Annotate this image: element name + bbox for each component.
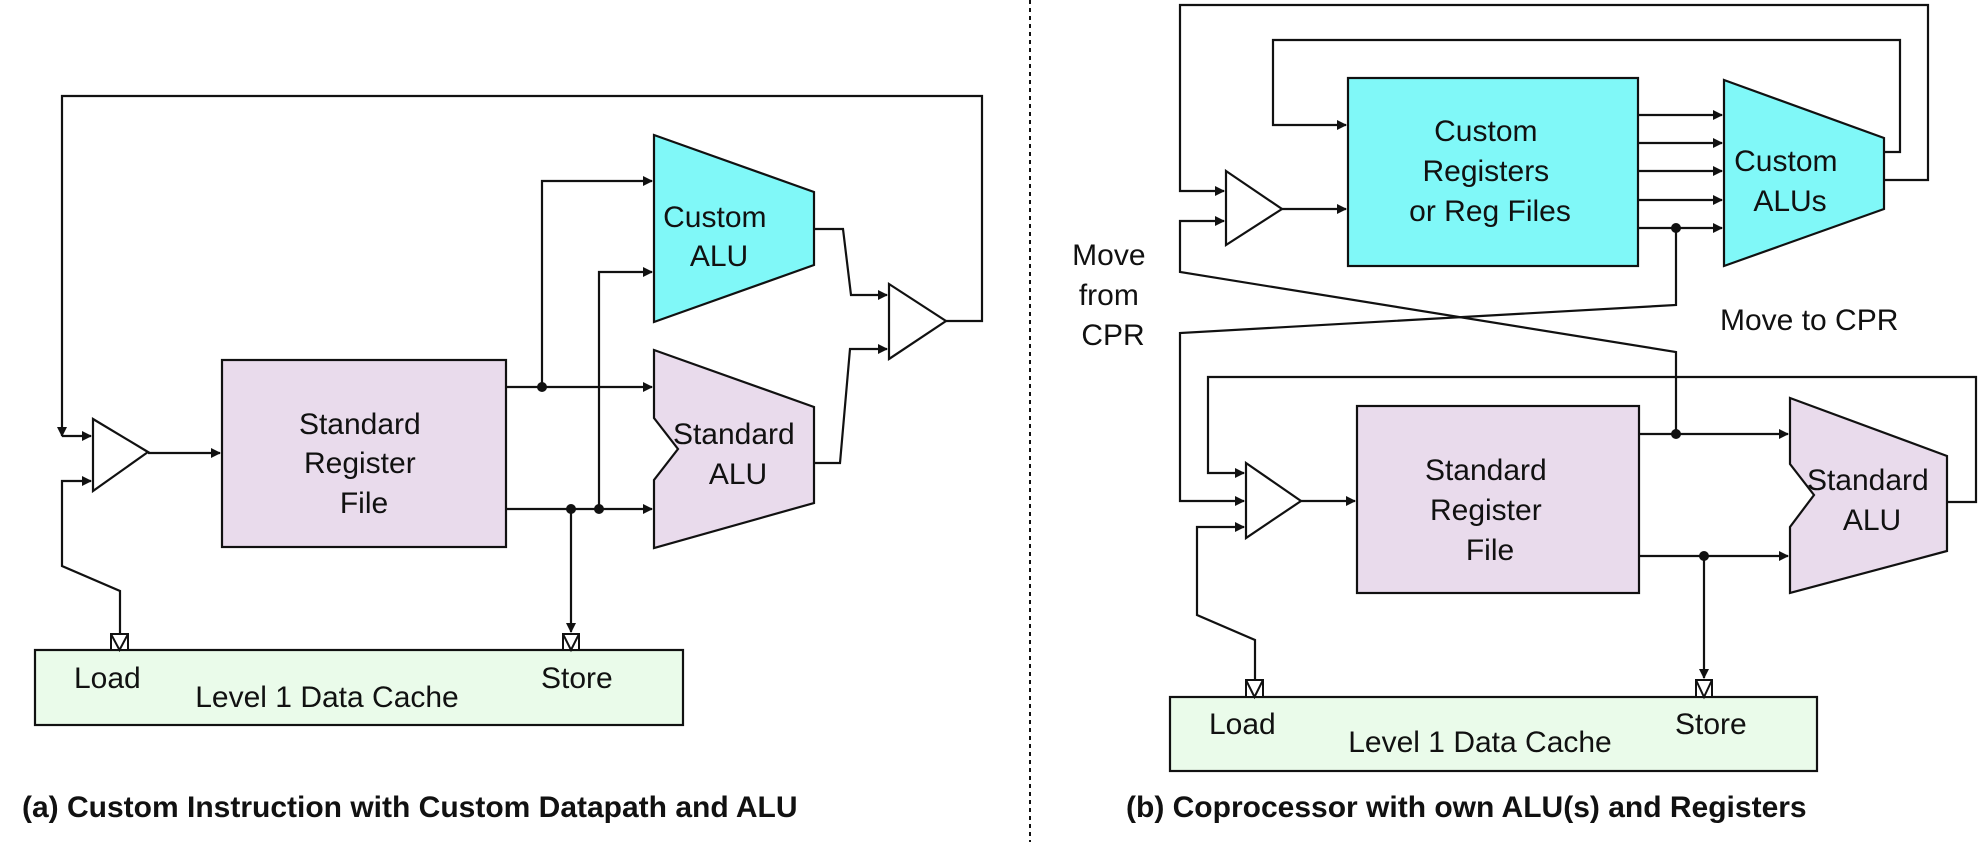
panel-b-custom-alus: [1722, 78, 1886, 268]
panel-a: Custom ALU Standard ALU Standard Registe…: [22, 94, 984, 824]
panel-b-alu-feedback: [1206, 375, 1978, 504]
panel-a-junction: [537, 382, 547, 392]
panel-a-store-port: [562, 633, 580, 651]
panel-a-store-label: Store: [541, 662, 613, 695]
panel-b-load-wire: [1195, 522, 1257, 680]
panel-a-standard-alu-label: Standard ALU: [673, 418, 803, 491]
panel-b-load-port-mark: [1245, 679, 1264, 700]
panel-b-junction: [1699, 551, 1709, 561]
panel-b-top-mux: [1224, 168, 1284, 248]
panel-b-caption: (b) Coprocessor with own ALU(s) and Regi…: [1126, 791, 1807, 824]
panel-b-move-to-cpr-label: Move to CPR: [1720, 304, 1898, 337]
panel-b-store-label: Store: [1675, 708, 1747, 741]
panel-a-load-port-mark: [110, 633, 129, 653]
panel-a-register-file: [220, 358, 508, 549]
panel-a-cache-label: Level 1 Data Cache: [195, 681, 459, 714]
panel-a-junction: [566, 504, 576, 514]
panel-a-custom-alu-label: Custom ALU: [663, 201, 775, 273]
panel-b-move-to-cpr: [1178, 216, 1678, 434]
panel-b-data-cache: [1168, 695, 1819, 773]
panel-b-standard-alu: [1788, 396, 1949, 595]
panel-a-to-custom-bottom: [597, 267, 653, 509]
panel-a-output-mux: [887, 281, 949, 362]
panel-b-store-port-mark: [1695, 679, 1713, 700]
panel-b-register-file-label: Standard Register File: [1425, 454, 1555, 567]
panel-b-load-label: Load: [1209, 708, 1276, 741]
panel-a-custom-to-mux: [814, 227, 888, 300]
panel-b-inner-feedback: [1271, 38, 1902, 154]
panel-a-load-label: Load: [74, 662, 141, 695]
panel-b: Custom Registers or Reg Files Custom ALU…: [1072, 3, 1978, 824]
panel-b-load-port: [1245, 679, 1264, 698]
panel-a-to-custom-top: [540, 176, 653, 387]
panel-a-caption: (a) Custom Instruction with Custom Datap…: [22, 791, 798, 824]
panel-b-standard-alu-label: Standard ALU: [1807, 464, 1937, 537]
panel-b-store-port: [1695, 679, 1713, 698]
panel-a-data-cache: [33, 648, 685, 727]
panel-b-custom-alus-label: Custom ALUs: [1734, 145, 1846, 218]
panel-b-move-from-cpr: [1178, 228, 1678, 506]
panel-b-outer-feedback: [1178, 3, 1930, 196]
panel-a-junction: [594, 504, 604, 514]
panel-b-custom-registers-label: Custom Registers or Reg Files: [1409, 115, 1571, 228]
panel-b-move-from-cpr-label: Move from CPR: [1072, 239, 1154, 352]
panel-a-load-port: [110, 633, 129, 651]
panel-a-feedback-wire: [57, 94, 984, 437]
panel-b-bottom-mux: [1244, 460, 1303, 541]
panel-a-register-file-label: Standard Register File: [299, 408, 429, 520]
panel-a-standard-to-mux: [814, 344, 888, 465]
panel-a-custom-alu: [652, 133, 816, 324]
panel-b-junction: [1671, 223, 1681, 233]
panel-a-standard-alu: [652, 348, 816, 550]
panel-b-register-file: [1355, 404, 1641, 595]
panel-a-load-wire: [60, 476, 122, 634]
panel-b-cache-label: Level 1 Data Cache: [1348, 726, 1612, 759]
panel-b-junction: [1671, 429, 1681, 439]
panel-a-store-port-mark: [562, 633, 580, 653]
panel-b-custom-registers: [1346, 76, 1640, 268]
panel-a-input-mux: [91, 417, 151, 494]
